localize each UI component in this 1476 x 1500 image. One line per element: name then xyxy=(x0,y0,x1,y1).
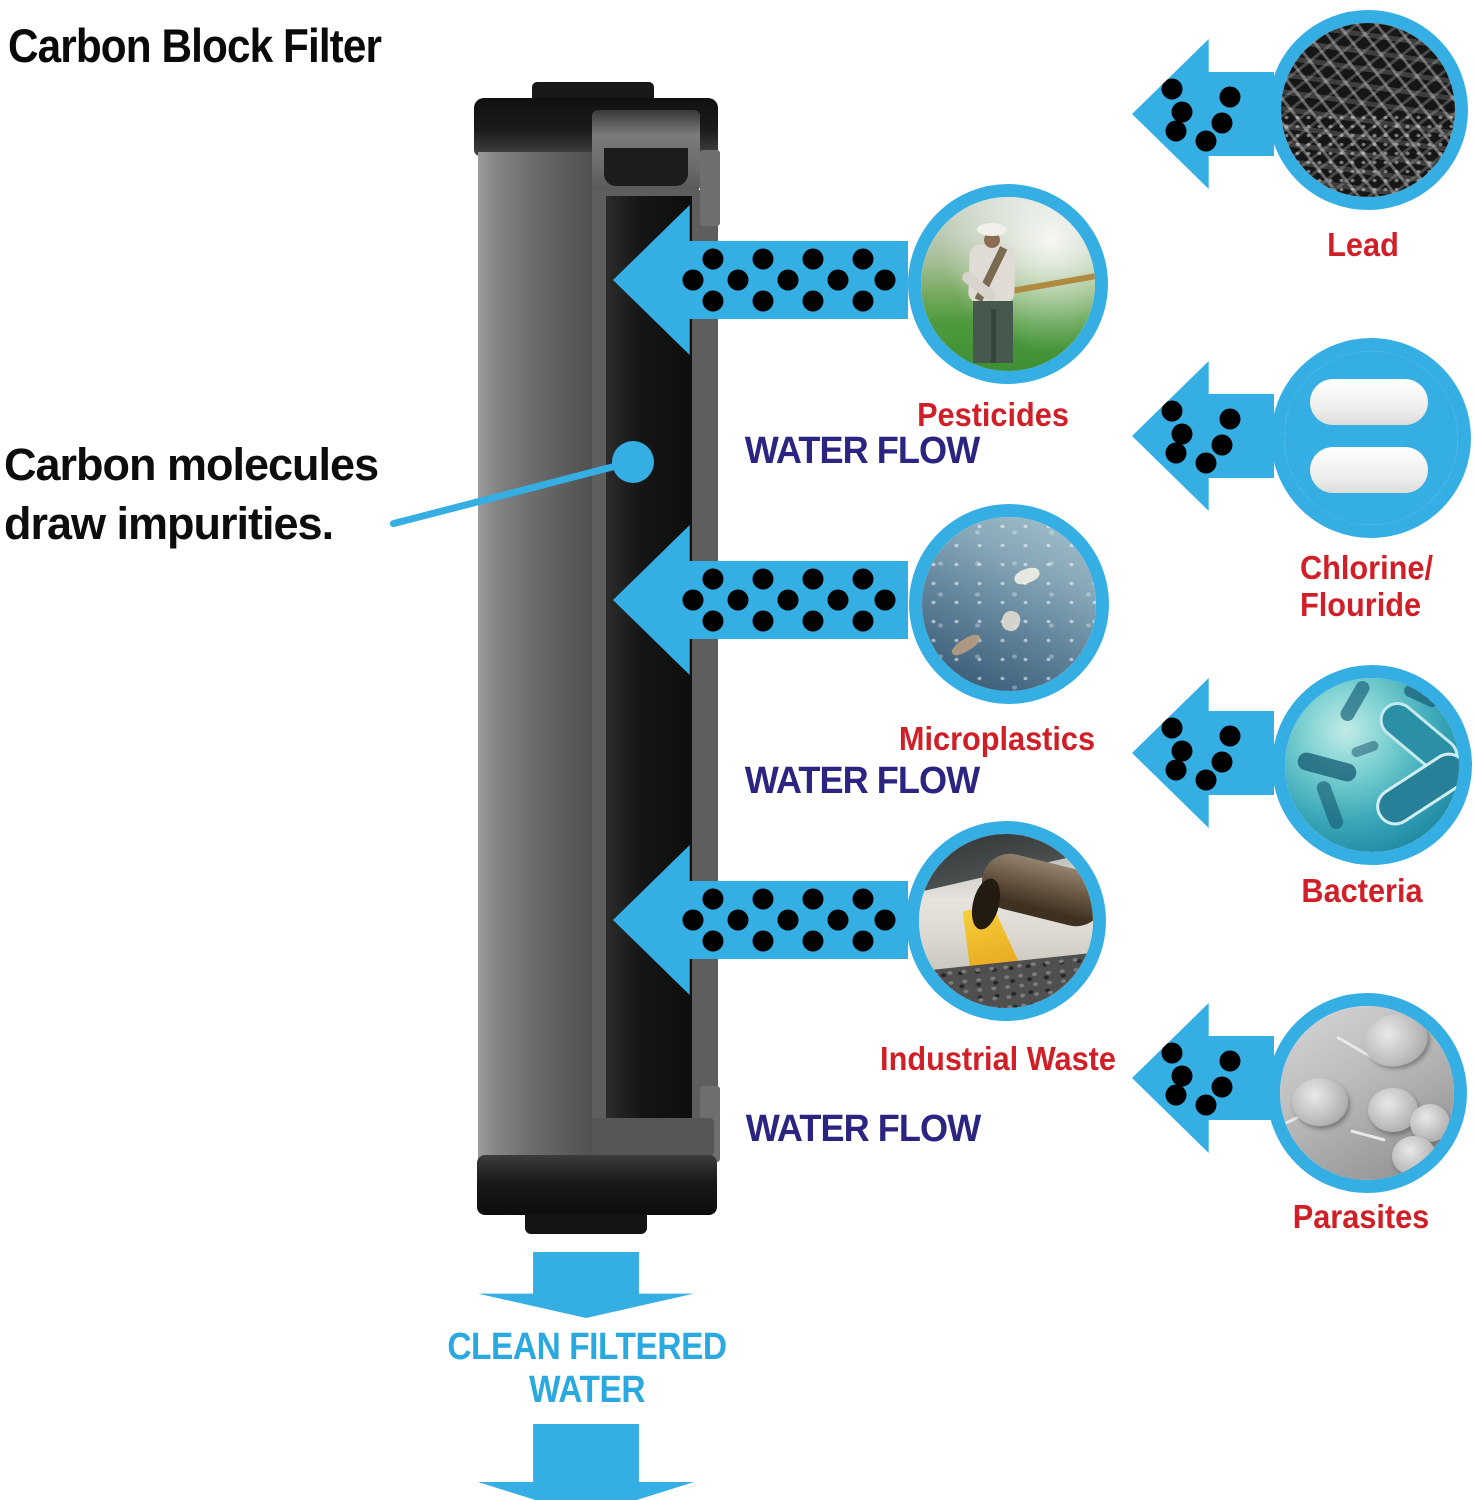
filter-top-tab xyxy=(700,150,720,226)
callout-line1: Carbon molecules xyxy=(4,439,379,490)
industrial-waste-photo-disc xyxy=(906,821,1106,1021)
contaminant-arrow-chlorine xyxy=(1132,361,1274,511)
page-title: Carbon Block Filter xyxy=(8,19,382,72)
carbon-molecule-dot xyxy=(612,441,654,483)
parasites-photo-disc xyxy=(1267,993,1467,1193)
label-microplastics: Microplastics xyxy=(898,720,1096,757)
label-lead: Lead xyxy=(1327,226,1399,263)
label-water-flow-1: WATER FLOW xyxy=(744,430,980,472)
bacterium-rod xyxy=(1350,739,1380,759)
label-water-flow-2: WATER FLOW xyxy=(744,760,980,802)
pesticide-spraying-field-photo xyxy=(921,197,1095,371)
plastic-fragment xyxy=(999,609,1023,633)
contaminant-arrow-lead xyxy=(1132,39,1274,189)
callout-text: Carbon molecules draw impurities. xyxy=(4,436,379,553)
chlorine-photo-disc xyxy=(1271,338,1471,538)
filter-bottom-knob xyxy=(525,1214,647,1234)
farmer-cap xyxy=(977,223,1007,236)
bacterium-rod xyxy=(1337,678,1373,724)
tablet xyxy=(1310,379,1428,425)
bacteria-photo-disc xyxy=(1272,665,1472,865)
spray-wand xyxy=(1005,273,1095,295)
callout-line2: draw impurities. xyxy=(4,497,334,549)
plastic-fragment xyxy=(1012,564,1042,588)
parasite-cell xyxy=(1358,1006,1434,1074)
filter-cutaway-mouth xyxy=(604,148,688,186)
industrial-waste-pipe-photo xyxy=(919,834,1093,1008)
label-chlorine-line1: Chlorine/ xyxy=(1300,549,1434,586)
label-parasites: Parasites xyxy=(1292,1198,1430,1235)
contaminant-arrow-bacteria xyxy=(1132,678,1274,828)
clean-water-down-arrow-bottom xyxy=(478,1424,694,1500)
farmer-head xyxy=(984,232,1000,248)
lead-photo-disc xyxy=(1268,10,1468,210)
parasite-cell xyxy=(1410,1104,1450,1142)
parasite-cell xyxy=(1392,1136,1436,1176)
label-bacteria: Bacteria xyxy=(1301,872,1423,909)
chlorine-flouride-tablets-photo xyxy=(1284,351,1458,525)
pesticides-photo-disc xyxy=(908,184,1108,384)
clean-water-line1: CLEAN FILTERED xyxy=(447,1326,727,1368)
label-chlorine-line2: Flouride xyxy=(1300,585,1422,623)
label-pesticides: Pesticides xyxy=(917,396,1069,433)
parasite-cell xyxy=(1368,1088,1418,1132)
label-chlorine-flouride: Chlorine/ Flouride xyxy=(1300,549,1434,624)
microplastics-underwater-photo xyxy=(922,517,1096,691)
bacterium-rod xyxy=(1314,779,1346,831)
bacterium-rod xyxy=(1295,750,1359,784)
filter-top-knob xyxy=(532,82,654,102)
filter-carbon-core xyxy=(606,196,692,1144)
parasites-microscopy-photo xyxy=(1280,1006,1454,1180)
clean-water-down-arrow-top xyxy=(478,1252,694,1318)
clean-water-line2: WATER xyxy=(528,1368,646,1411)
label-water-flow-3: WATER FLOW xyxy=(745,1108,981,1150)
bacterium-rod xyxy=(1368,745,1459,833)
flagella xyxy=(1350,1129,1386,1142)
filter-cutaway-bottom-collar xyxy=(592,1118,714,1156)
plastic-fragment xyxy=(949,631,983,659)
lead-carbon-chunks-photo xyxy=(1281,23,1455,197)
microplastics-photo-disc xyxy=(909,504,1109,704)
label-industrial-waste: Industrial Waste xyxy=(880,1040,1116,1077)
tablet xyxy=(1310,447,1428,493)
bacteria-microscopy-photo xyxy=(1285,678,1459,852)
farmer-leg-gap xyxy=(991,309,996,363)
contaminant-arrow-parasites xyxy=(1132,1003,1274,1153)
parasite-cell xyxy=(1292,1078,1348,1126)
label-clean-filtered-water: CLEAN FILTERED WATER xyxy=(447,1326,727,1411)
filter-bottom-cap xyxy=(477,1155,717,1215)
